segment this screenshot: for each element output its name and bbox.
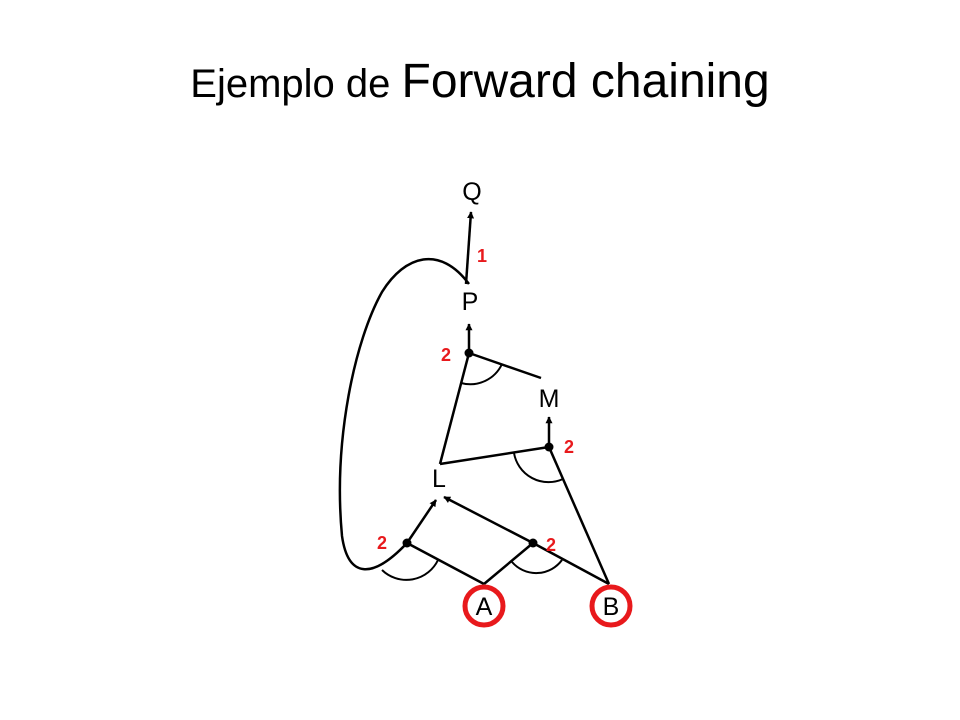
- and-arc-ap-to-l: [381, 559, 439, 581]
- rule-count-ap-to-l: 2: [377, 533, 387, 553]
- rule-count-ab-to-l: 2: [546, 535, 556, 555]
- edge-a-to-junction-left: [406, 541, 485, 586]
- edge-p-to-q: [464, 211, 475, 285]
- and-arc-lm-to-p: [460, 363, 503, 386]
- junction-dot-ap-to-l: [402, 538, 412, 548]
- slide-title: Ejemplo de Forward chaining: [0, 58, 960, 106]
- and-arc-bl-to-m: [513, 452, 564, 484]
- rule-lm-to-p: 2: [438, 323, 542, 465]
- edge-m-to-junction-p: [468, 351, 542, 380]
- edge-junction-to-l-right: [443, 495, 534, 545]
- edge-junction-to-l-left: [405, 499, 438, 544]
- node-label-q: Q: [462, 178, 481, 206]
- node-label-a: A: [476, 593, 493, 621]
- node-label-p: P: [462, 288, 479, 316]
- node-label-b: B: [603, 593, 620, 621]
- rule-bl-to-m: 2: [439, 416, 611, 585]
- node-label-l: L: [432, 465, 446, 493]
- rule-p-to-q: 1: [464, 211, 487, 285]
- edge-l-to-junction-m: [439, 445, 550, 466]
- known-ring-b: [589, 584, 633, 628]
- edge-l-to-junction-p: [438, 352, 471, 465]
- junction-dot-lm-to-p: [464, 348, 474, 358]
- rule-ap-to-l: 2: [338, 257, 485, 586]
- junction-dot-ab-to-l: [528, 538, 538, 548]
- node-label-m: M: [539, 385, 560, 413]
- known-ring-a: [462, 584, 506, 628]
- junction-dot-bl-to-m: [544, 442, 554, 452]
- title-prefix: Ejemplo de: [190, 62, 402, 106]
- rule-ab-to-l: 2: [443, 495, 610, 586]
- rule-count-p-to-q: 1: [477, 246, 487, 266]
- edge-a-to-junction-right: [483, 542, 534, 585]
- and-arc-ab-to-l: [511, 559, 563, 575]
- rule-count-bl-to-m: 2: [564, 437, 574, 457]
- edge-p-loop-to-junction-left: [338, 257, 471, 571]
- title-emphasis: Forward chaining: [401, 55, 770, 108]
- edge-b-to-junction-right: [532, 541, 610, 586]
- rule-count-lm-to-p: 2: [441, 345, 451, 365]
- edge-b-to-junction-m: [547, 446, 611, 585]
